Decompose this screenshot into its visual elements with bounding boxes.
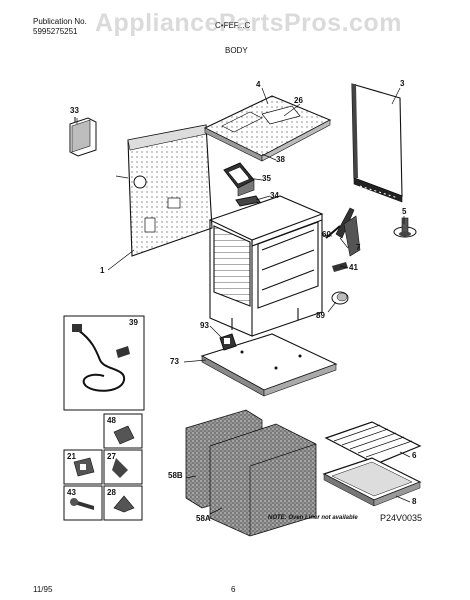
inset-48-clip bbox=[103, 413, 143, 449]
inset-39-power-cord bbox=[63, 315, 145, 411]
diagram-code: P24V0035 bbox=[380, 513, 423, 523]
callout-39: 39 bbox=[129, 318, 138, 327]
part-4-top-panel bbox=[203, 95, 332, 162]
inset-28-clip bbox=[103, 485, 143, 521]
callout-34: 34 bbox=[270, 191, 279, 200]
callout-33: 33 bbox=[70, 106, 79, 115]
callout-35: 35 bbox=[262, 174, 271, 183]
inset-43-screw bbox=[63, 485, 103, 521]
oven-liner-note: NOTE: Oven Liner not available bbox=[268, 515, 358, 521]
publication-label: Publication No. bbox=[33, 17, 87, 26]
publication-number: 5995275251 bbox=[33, 27, 78, 36]
part-1-back-panel bbox=[115, 124, 213, 257]
part-8-broiler-pan bbox=[322, 457, 422, 507]
callout-60: 60 bbox=[322, 230, 331, 239]
part-89-foot bbox=[331, 291, 349, 305]
part-35-vent-duct bbox=[223, 162, 255, 197]
part-6-oven-rack bbox=[324, 421, 422, 465]
callout-41: 41 bbox=[349, 263, 358, 272]
callout-89: 89 bbox=[316, 311, 325, 320]
footer-date: 11/95 bbox=[33, 585, 53, 594]
callout-73: 73 bbox=[170, 357, 179, 366]
callout-58b: 58B bbox=[168, 471, 183, 480]
model-number: C•FEF...C bbox=[215, 21, 251, 30]
inset-27-fastener bbox=[103, 449, 143, 485]
part-33-bracket bbox=[69, 117, 97, 157]
callout-3: 3 bbox=[400, 79, 405, 88]
callout-43: 43 bbox=[67, 488, 76, 497]
part-5-leveling-leg bbox=[393, 217, 417, 238]
part-41-screw bbox=[332, 262, 348, 272]
watermark: AppliancePartsPros.com bbox=[95, 9, 402, 37]
leader-lines bbox=[76, 87, 411, 515]
part-3-side-panel bbox=[351, 83, 403, 203]
part-93-junction-box bbox=[219, 333, 237, 351]
callout-4: 4 bbox=[256, 80, 261, 89]
part-58a-insulation bbox=[209, 423, 317, 537]
callout-8: 8 bbox=[412, 497, 417, 506]
callout-26: 26 bbox=[294, 96, 303, 105]
inset-21-block bbox=[63, 449, 103, 485]
callout-6: 6 bbox=[412, 451, 417, 460]
oven-body-frame bbox=[208, 195, 324, 337]
callout-93: 93 bbox=[200, 321, 209, 330]
callout-27: 27 bbox=[107, 452, 116, 461]
callout-7: 7 bbox=[356, 243, 361, 252]
callout-21: 21 bbox=[67, 452, 76, 461]
section-title: BODY bbox=[225, 46, 248, 55]
callout-58a: 58A bbox=[196, 514, 211, 523]
part-73-bottom-panel bbox=[200, 333, 338, 397]
part-34-bracket bbox=[235, 195, 261, 207]
callout-48: 48 bbox=[107, 416, 116, 425]
callout-28: 28 bbox=[107, 488, 116, 497]
callout-5: 5 bbox=[402, 207, 407, 216]
callout-38: 38 bbox=[276, 155, 285, 164]
callout-1: 1 bbox=[100, 266, 105, 275]
footer-page-number: 6 bbox=[231, 585, 236, 594]
part-7-hinge bbox=[325, 207, 361, 257]
